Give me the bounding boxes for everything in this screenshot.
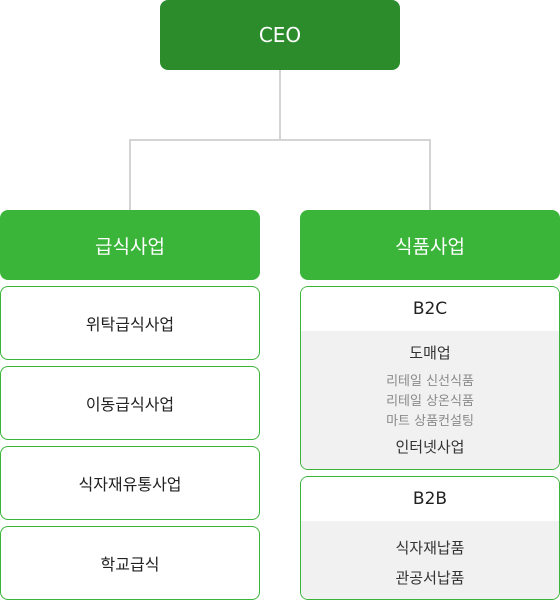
catering-item-school: 학교급식 (0, 526, 260, 600)
group-body-b2b: 식자재납품 관공서납품 (301, 521, 559, 599)
catering-item-mobile: 이동급식사업 (0, 366, 260, 440)
catering-item-label: 이동급식사업 (85, 395, 175, 414)
connector-left-down (129, 140, 131, 210)
entry-ingredient-supply: 식자재납품 (395, 539, 465, 557)
catering-item-label: 식자재유통사업 (78, 475, 182, 494)
group-body-b2c: 도매업 리테일 신선식품 리테일 상온식품 마트 상품컨설팅 인터넷사업 (301, 331, 559, 469)
division-food-header: 식품사업 (300, 210, 560, 280)
catering-item-label: 학교급식 (100, 555, 160, 574)
ceo-box: CEO (160, 0, 400, 70)
entry-internet: 인터넷사업 (395, 438, 465, 456)
division-food-label: 식품사업 (395, 235, 465, 258)
catering-item-label: 위탁급식사업 (85, 315, 175, 334)
catering-item-contract: 위탁급식사업 (0, 286, 260, 360)
division-catering-label: 급식사업 (95, 235, 165, 258)
entry-public-supply: 관공서납품 (395, 569, 465, 587)
food-group-b2b: B2B 식자재납품 관공서납품 (300, 476, 560, 600)
entry-wholesale-sub-1: 리테일 신선식품 (386, 374, 474, 389)
catering-item-distribution: 식자재유통사업 (0, 446, 260, 520)
connector-ceo-down (279, 70, 281, 140)
food-group-b2c: B2C 도매업 리테일 신선식품 리테일 상온식품 마트 상품컨설팅 인터넷사업 (300, 286, 560, 470)
connector-horizontal (129, 139, 431, 141)
entry-wholesale-sub-2: 리테일 상온식품 (386, 394, 474, 409)
entry-wholesale-sub-3: 마트 상품컨설팅 (386, 414, 474, 429)
division-catering-header: 급식사업 (0, 210, 260, 280)
group-title-b2b: B2B (301, 477, 559, 521)
ceo-label: CEO (258, 23, 302, 47)
entry-wholesale: 도매업 (409, 344, 451, 362)
connector-right-down (429, 140, 431, 210)
group-title-b2c: B2C (301, 287, 559, 331)
